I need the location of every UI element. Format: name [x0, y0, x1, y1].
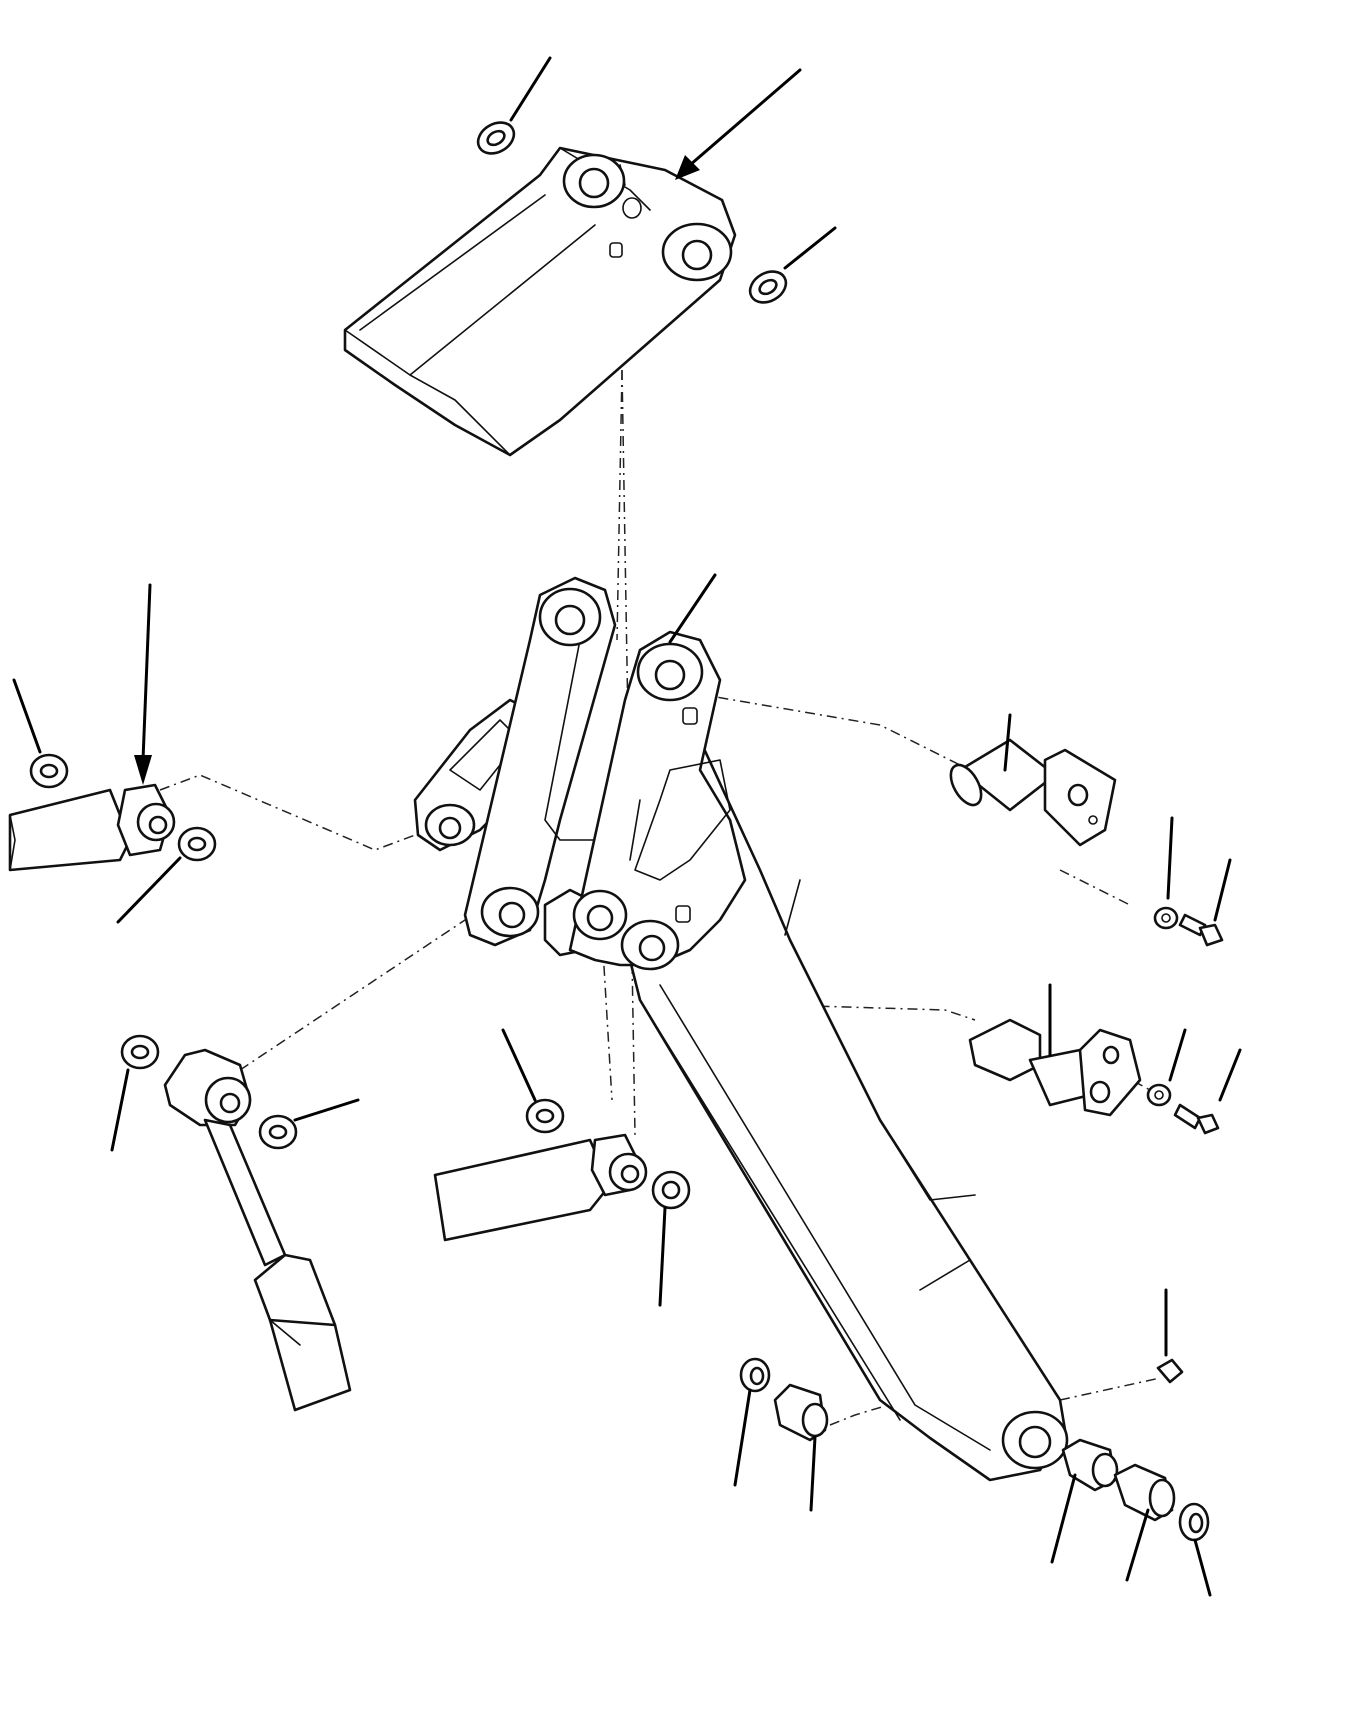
bucket-link-top	[343, 146, 737, 457]
upper-bolt	[1178, 913, 1224, 947]
grease-nipple	[1156, 1358, 1184, 1384]
washer-rod-a	[120, 1034, 160, 1070]
lower-bolt	[1173, 1103, 1220, 1135]
washer-top-right	[748, 270, 788, 304]
washer-left-b	[177, 826, 217, 862]
washer-center-b	[651, 1170, 691, 1210]
washer-left-a	[29, 753, 69, 789]
center-cylinder	[433, 1133, 648, 1242]
upper-washer	[1153, 906, 1179, 930]
lower-washer	[1146, 1083, 1172, 1107]
callout-arrow-left	[134, 583, 152, 785]
left-cylinder	[8, 783, 176, 872]
washer-center-a	[525, 1098, 565, 1134]
upper-pin-with-plate	[949, 738, 1117, 847]
callout-leaders	[12, 56, 1242, 1597]
end-bushing-set	[739, 1357, 1210, 1542]
link-rod-cylinder	[163, 1048, 352, 1412]
callout-arrow-top	[675, 68, 802, 180]
lower-pin-with-plate	[968, 1018, 1142, 1117]
arm-link-assembly	[413, 576, 747, 971]
washer-rod-b	[258, 1114, 298, 1150]
washer-top-left	[476, 121, 516, 155]
